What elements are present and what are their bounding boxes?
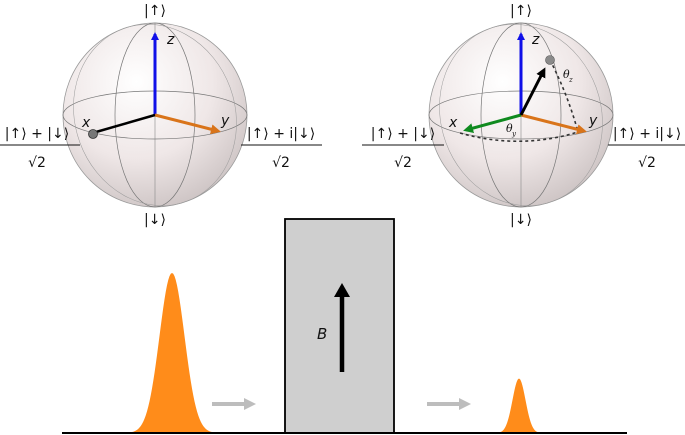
x-state-fraction: |↑⟩ + |↓⟩ √2: [362, 126, 444, 171]
theta-z-arc: [549, 59, 579, 133]
spin-state-dot: [545, 55, 555, 65]
theta-symbol: θ: [563, 68, 570, 81]
ket-up-label: |↑⟩: [144, 3, 166, 19]
b-field-label: B: [317, 325, 327, 343]
magnetic-field-region: [284, 218, 395, 434]
x-state-fraction: |↑⟩ + |↓⟩ √2: [0, 126, 80, 171]
theta-y-arc: [459, 131, 579, 143]
x-axis-label: x: [81, 115, 91, 131]
x-state-numerator: |↑⟩ + |↓⟩: [371, 126, 435, 142]
theta-symbol: θ: [506, 122, 513, 135]
bloch-sphere-right: z y x θ z θ y |↑⟩ |↓⟩ |↑⟩ + |↓⟩ √2 |↑⟩ +…: [362, 3, 685, 228]
y-axis-label: y: [220, 113, 230, 129]
x-state-numerator: |↑⟩ + |↓⟩: [5, 126, 69, 142]
spin-vector-arrow: [95, 113, 156, 134]
z-axis-label: z: [531, 32, 540, 48]
x-state-denominator: √2: [394, 155, 412, 171]
theta-z-label: θ z: [563, 68, 573, 84]
ket-down-label: |↓⟩: [510, 212, 532, 228]
y-axis-arrow: [520, 113, 587, 135]
x-axis-arrow: [463, 113, 522, 133]
bloch-sphere-left: z y x |↑⟩ |↓⟩ |↑⟩ + |↓⟩ √2 |↑⟩ + i|↓⟩ √2: [0, 3, 322, 228]
theta-subscript-y: y: [511, 130, 517, 138]
y-state-fraction: |↑⟩ + i|↓⟩ √2: [241, 126, 322, 171]
theta-subscript-z: z: [568, 76, 573, 84]
y-state-denominator: √2: [272, 155, 290, 171]
pulse-sequence: B: [62, 218, 627, 434]
z-axis-label: z: [166, 32, 175, 48]
output-pulse: [493, 378, 545, 433]
spin-state-dot: [88, 129, 98, 139]
sphere-meridian: [73, 24, 237, 206]
y-state-numerator: |↑⟩ + i|↓⟩: [613, 126, 681, 142]
spin-vector-arrow: [519, 67, 546, 116]
y-axis-label: y: [588, 113, 598, 129]
theta-y-label: θ y: [506, 122, 517, 138]
input-pulse: [122, 273, 222, 433]
y-state-denominator: √2: [638, 155, 656, 171]
x-state-denominator: √2: [28, 155, 46, 171]
y-axis-arrow: [154, 113, 221, 135]
ket-up-label: |↑⟩: [510, 3, 532, 19]
x-axis-label: x: [448, 115, 458, 131]
sphere-meridian: [439, 24, 603, 206]
y-state-fraction: |↑⟩ + i|↓⟩ √2: [608, 126, 685, 171]
ket-down-label: |↓⟩: [144, 212, 166, 228]
y-state-numerator: |↑⟩ + i|↓⟩: [247, 126, 315, 142]
